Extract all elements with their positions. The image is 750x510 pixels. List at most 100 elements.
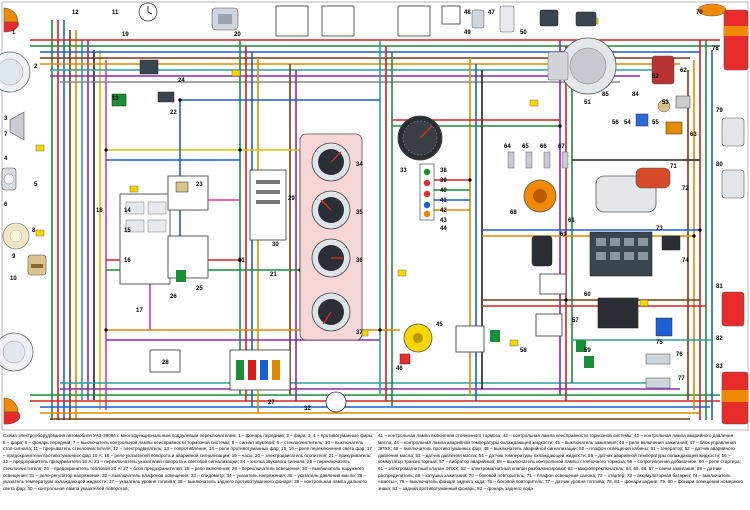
gauge-coolant-temp: [311, 238, 351, 278]
mass-switch: [661, 235, 681, 251]
sensors-right: [635, 95, 691, 135]
label-59: 59: [584, 348, 591, 354]
caption-right: 41 – контрольная лампа включения стояноч…: [378, 433, 744, 491]
label-82: 82: [716, 336, 723, 342]
label-14: 14: [124, 208, 131, 214]
green-connectors: [176, 270, 594, 368]
diagram-caption: Схема электрооборудования автомобиля УАЗ…: [3, 433, 747, 508]
label-51: 51: [584, 100, 591, 106]
label-55: 55: [652, 120, 659, 126]
label-48: 48: [464, 10, 471, 16]
label-38: 38: [440, 168, 447, 174]
label-32: 32: [304, 406, 311, 412]
label-31: 31: [238, 258, 245, 264]
label-1: 1: [12, 30, 16, 36]
front-lamp-left: [3, 7, 19, 33]
starter-relay: [539, 273, 567, 295]
horn-icon: [9, 111, 25, 141]
fuse-block: [229, 349, 291, 391]
label-27: 27: [268, 400, 275, 406]
instrument-cluster: [299, 133, 363, 341]
label-18: 18: [96, 208, 103, 214]
label-80: 80: [716, 162, 723, 168]
label-44: 44: [440, 226, 447, 232]
solenoid-valve: [651, 55, 675, 85]
label-81: 81: [716, 284, 723, 290]
label-62: 62: [680, 68, 687, 74]
heater-motor: [211, 7, 239, 31]
label-53: 53: [662, 100, 669, 106]
label-56: 56: [612, 120, 619, 126]
label-54: 54: [624, 120, 631, 126]
label-84: 84: [632, 92, 639, 98]
label-70: 70: [696, 10, 703, 16]
wiper-motor: [27, 254, 47, 276]
gauge-fuel-level: [311, 292, 351, 332]
transistor-switch: [535, 313, 563, 337]
label-64: 64: [504, 144, 511, 150]
label-7: 7: [4, 132, 8, 138]
warning-lamps: [419, 163, 435, 221]
reverse-switch: [655, 317, 673, 337]
ignition-relay: [149, 349, 347, 413]
label-68: 68: [510, 210, 517, 216]
label-35: 35: [356, 210, 363, 216]
distributor: [523, 179, 557, 213]
fuel-sensor: [597, 297, 639, 329]
ignition-switch: [399, 323, 433, 365]
label-61: 61: [568, 218, 575, 224]
diagram-frame: [1, 1, 749, 431]
label-85: 85: [602, 92, 609, 98]
label-75: 75: [656, 340, 663, 346]
fog-lamp-left: [1, 167, 17, 191]
label-83: 83: [716, 364, 723, 370]
label-52: 52: [652, 74, 659, 80]
label-50: 50: [520, 30, 527, 36]
label-12: 12: [72, 10, 79, 16]
label-46: 46: [396, 366, 403, 372]
label-33: 33: [400, 168, 407, 174]
label-57: 57: [572, 318, 579, 324]
speedometer: [397, 115, 443, 161]
ignition-coil: [531, 235, 553, 267]
label-8: 8: [32, 228, 36, 234]
label-74: 74: [682, 258, 689, 264]
label-16: 16: [124, 258, 131, 264]
label-42: 42: [440, 208, 447, 214]
label-29: 29: [288, 196, 295, 202]
label-30: 30: [272, 242, 279, 248]
battery: [589, 231, 653, 277]
label-67: 67: [558, 144, 565, 150]
rear-lamps-right: [721, 117, 749, 425]
label-2: 2: [34, 64, 38, 70]
label-11: 11: [112, 10, 119, 16]
label-19: 19: [122, 32, 129, 38]
label-71: 71: [670, 164, 677, 170]
label-24: 24: [178, 78, 185, 84]
label-39: 39: [440, 178, 447, 184]
label-10: 10: [10, 276, 17, 282]
label-26: 26: [170, 294, 177, 300]
generator: [547, 37, 617, 95]
label-17: 17: [136, 308, 143, 314]
label-6: 6: [4, 202, 8, 208]
label-20: 20: [234, 32, 241, 38]
label-60: 60: [584, 292, 591, 298]
relay-block-left: [119, 193, 171, 285]
front-lamp-left-2: [3, 397, 21, 425]
label-4: 4: [4, 156, 8, 162]
label-28: 28: [162, 360, 169, 366]
headlamp-left-2: [0, 332, 34, 372]
label-9: 9: [12, 254, 16, 260]
label-49: 49: [464, 30, 471, 36]
component-numbers: 1 2 3 4 5 6 7 8 9 10 11 12 13 14 15 16 1…: [4, 10, 723, 412]
relay-block-top: [275, 5, 461, 37]
label-41: 41: [440, 198, 447, 204]
label-58: 58: [520, 348, 527, 354]
starter: [595, 167, 671, 213]
label-78: 78: [712, 46, 719, 52]
gauge-voltmeter: [311, 142, 351, 182]
label-5: 5: [34, 182, 38, 188]
label-15: 15: [124, 228, 131, 234]
